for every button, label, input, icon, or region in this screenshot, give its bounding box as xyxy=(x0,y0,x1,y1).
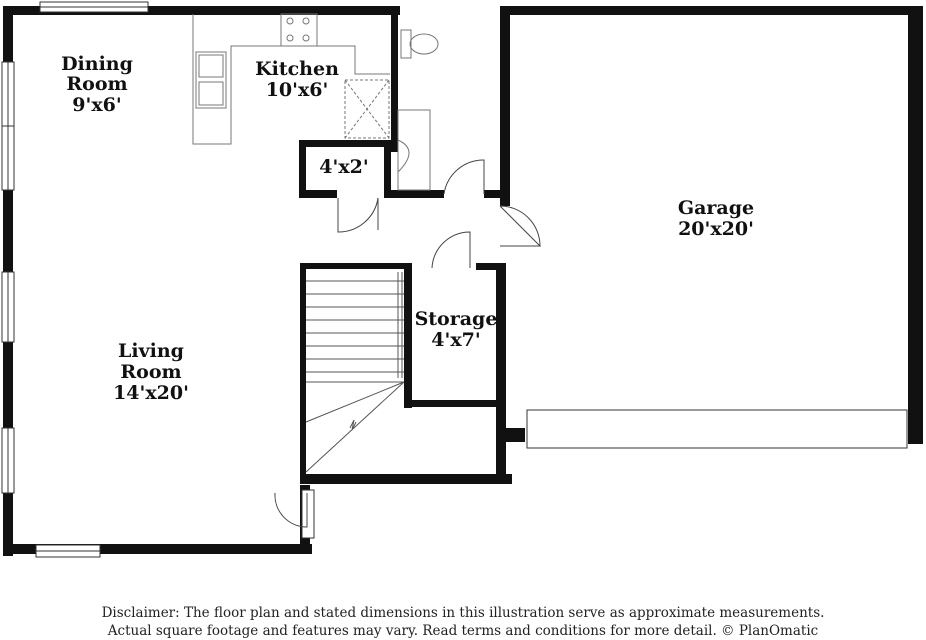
windows xyxy=(1,1,315,558)
toilet-icon xyxy=(400,29,412,59)
dining-room-label-line2: Room xyxy=(66,73,127,95)
staircase xyxy=(305,272,405,473)
kitchen-label: Kitchen xyxy=(255,58,339,80)
dining-room-label: Dining xyxy=(61,53,133,75)
living-room-label: Living xyxy=(118,340,184,362)
walls xyxy=(3,6,923,556)
kitchen-size: 10'x6' xyxy=(266,79,329,101)
closet-size: 4'x2' xyxy=(319,156,368,178)
fridge-icon xyxy=(344,79,390,139)
garage-door xyxy=(526,409,908,449)
living-room-label-line2: Room xyxy=(120,361,181,383)
doors xyxy=(274,159,542,528)
kitchen-fixtures xyxy=(192,13,390,145)
garage-size: 20'x20' xyxy=(678,218,754,240)
vanity-icon xyxy=(397,109,431,191)
storage-size: 4'x7' xyxy=(431,329,480,351)
sink-icon xyxy=(195,51,227,109)
bathroom-fixtures xyxy=(397,29,439,191)
disclaimer-line-1: Disclaimer: The floor plan and stated di… xyxy=(101,605,825,621)
disclaimer-line-2: Actual square footage and features may v… xyxy=(107,623,819,639)
dining-room-size: 9'x6' xyxy=(72,94,121,116)
garage-label: Garage xyxy=(678,197,754,219)
storage-label: Storage xyxy=(415,308,498,330)
living-room-size: 14'x20' xyxy=(113,382,189,404)
